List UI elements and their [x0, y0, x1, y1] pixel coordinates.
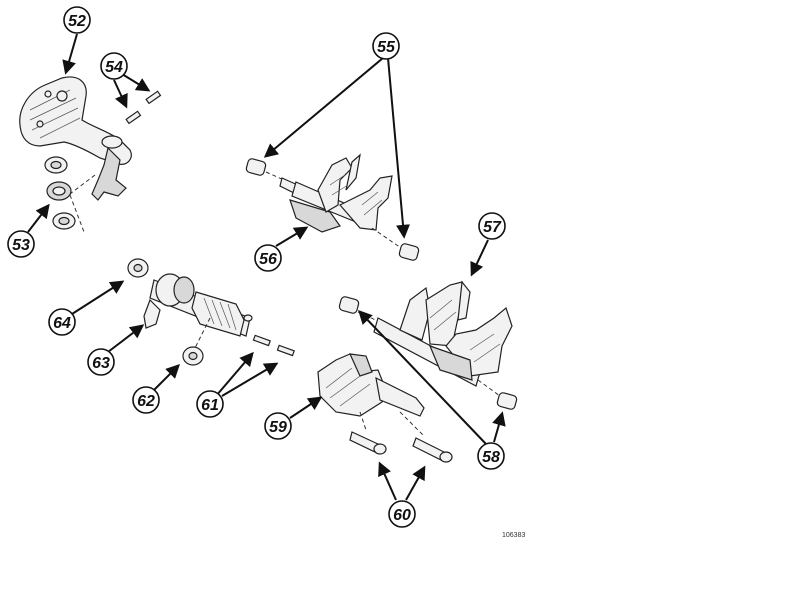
callout-58: 58 — [477, 442, 505, 470]
callout-59: 59 — [264, 412, 292, 440]
callout-60-label: 60 — [393, 507, 411, 524]
callout-62: 62 — [132, 386, 160, 414]
callout-54: 54 — [100, 52, 128, 80]
lever-plate-part — [19, 76, 132, 233]
callout-52-label: 52 — [68, 13, 86, 30]
interlock-bracket-part — [317, 353, 425, 437]
callout-55-label: 55 — [377, 39, 396, 56]
callout-64: 64 — [48, 308, 76, 336]
callout-63: 63 — [87, 348, 115, 376]
bolts-part — [349, 431, 453, 463]
callout-56: 56 — [254, 244, 282, 272]
callout-54-label: 54 — [105, 59, 123, 76]
selector-shaft-assembly-part — [127, 258, 295, 366]
nuts-part — [44, 156, 76, 230]
callout-64-label: 64 — [53, 315, 71, 332]
roll-pins-part — [125, 90, 162, 125]
leader-lines — [27, 33, 506, 501]
callout-60: 60 — [388, 500, 416, 528]
callout-57: 57 — [478, 212, 506, 240]
callout-56-label: 56 — [259, 251, 277, 268]
callout-61-label: 61 — [201, 397, 219, 414]
callout-62-label: 62 — [137, 393, 155, 410]
callout-55: 55 — [372, 32, 400, 60]
lower-fork-assembly-part — [338, 280, 518, 410]
callout-61: 61 — [196, 390, 224, 418]
callout-59-label: 59 — [269, 419, 287, 436]
upper-fork-assembly-part — [245, 153, 420, 261]
callout-58-label: 58 — [482, 449, 500, 466]
callout-57-label: 57 — [483, 219, 502, 236]
callout-53-label: 53 — [12, 237, 30, 254]
reference-number: 106383 — [502, 532, 525, 539]
callout-63-label: 63 — [92, 355, 110, 372]
callout-53: 53 — [7, 230, 35, 258]
callout-52: 52 — [63, 6, 91, 34]
